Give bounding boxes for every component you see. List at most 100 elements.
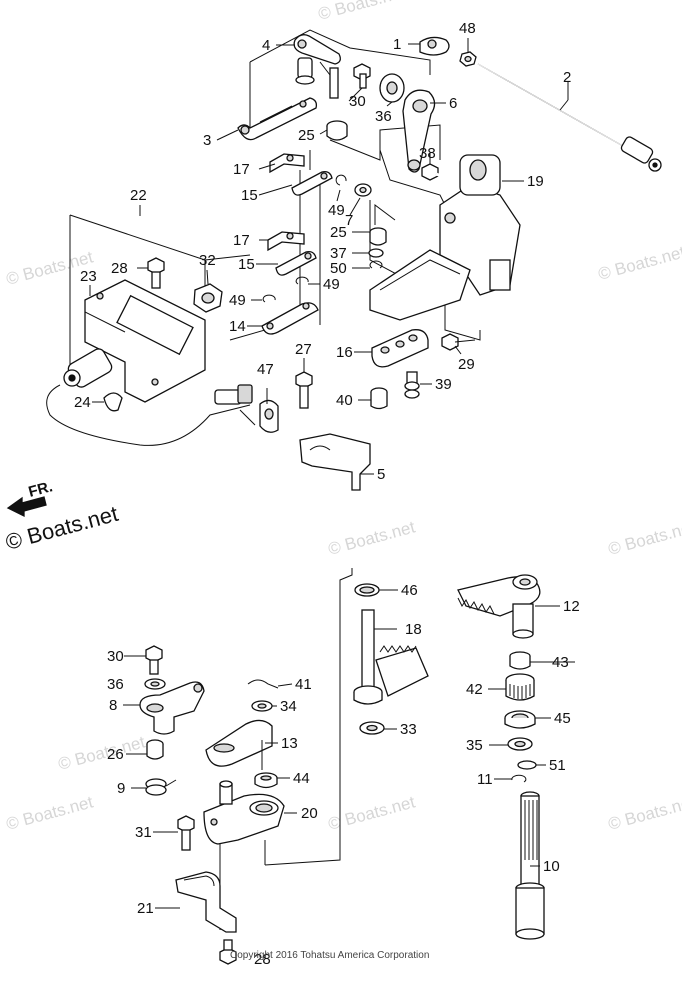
part-28-bolt-2 bbox=[219, 939, 237, 965]
part-49-clip-2 bbox=[262, 276, 309, 303]
part-30-bolt bbox=[353, 63, 371, 89]
callout-41: 41 bbox=[295, 676, 312, 693]
callout-39: 39 bbox=[435, 376, 452, 393]
watermark: © Boats.net bbox=[316, 0, 407, 24]
callout-labels: 1 2 3 4 5 6 7 8 9 10 11 12 13 14 15 15 1… bbox=[74, 20, 580, 968]
callout-30b: 30 bbox=[107, 648, 124, 665]
copyright-text: Copyright 2016 Tohatsu America Corporati… bbox=[230, 950, 429, 961]
callout-18: 18 bbox=[405, 621, 422, 638]
part-25-bushing bbox=[326, 120, 348, 141]
callout-19: 19 bbox=[527, 173, 544, 190]
callout-49: 49 bbox=[328, 202, 345, 219]
part-29-bolt bbox=[441, 333, 476, 351]
part-17-clip-2 bbox=[267, 231, 305, 252]
callout-45: 45 bbox=[554, 710, 571, 727]
callout-37: 37 bbox=[330, 245, 347, 262]
part-46-ring bbox=[354, 583, 380, 597]
callout-23: 23 bbox=[80, 268, 97, 285]
part-13-lever bbox=[205, 719, 273, 770]
part-11-clip bbox=[511, 774, 527, 783]
callout-34: 34 bbox=[280, 698, 297, 715]
callout-49c: 49 bbox=[323, 276, 340, 293]
part-43-bushing bbox=[509, 651, 531, 670]
part-31-bolt bbox=[177, 815, 195, 851]
watermark: © Boats.net bbox=[606, 792, 682, 833]
part-47-clamp bbox=[259, 399, 279, 433]
part-14-plate bbox=[261, 302, 319, 335]
part-15-link bbox=[291, 170, 333, 196]
part-36-washer-2 bbox=[144, 678, 166, 690]
part-30-bolt-2 bbox=[145, 645, 163, 675]
callout-13: 13 bbox=[281, 735, 298, 752]
callout-22: 22 bbox=[130, 187, 147, 204]
part-42-bearing bbox=[505, 673, 535, 701]
callout-36: 36 bbox=[375, 108, 392, 125]
callout-24: 24 bbox=[74, 394, 91, 411]
part-27-bolt bbox=[295, 371, 313, 409]
part-5-bracket bbox=[299, 433, 371, 491]
callout-17b: 17 bbox=[233, 232, 250, 249]
callout-27: 27 bbox=[295, 341, 312, 358]
part-32-nut bbox=[193, 283, 223, 313]
part-33-washer bbox=[359, 721, 385, 735]
callout-51: 51 bbox=[549, 757, 566, 774]
part-7-washer bbox=[354, 183, 372, 197]
leader-lines bbox=[89, 38, 575, 909]
part-34-washer bbox=[251, 700, 273, 712]
callout-11: 11 bbox=[477, 771, 493, 788]
part-20-bracket bbox=[203, 780, 285, 845]
part-28-bolt bbox=[147, 257, 165, 289]
callout-40: 40 bbox=[336, 392, 353, 409]
part-24-clip bbox=[103, 392, 123, 412]
callout-1: 1 bbox=[393, 36, 401, 53]
callout-8: 8 bbox=[109, 697, 117, 714]
callout-35: 35 bbox=[466, 737, 483, 754]
part-1-joint bbox=[419, 36, 450, 56]
part-22-harness bbox=[46, 279, 253, 446]
callout-43: 43 bbox=[552, 654, 569, 671]
watermark: © Boats.net bbox=[4, 792, 95, 833]
callout-29: 29 bbox=[458, 356, 475, 373]
watermark: © Boats.net bbox=[56, 732, 147, 773]
part-10-shaft bbox=[515, 791, 545, 940]
callout-21: 21 bbox=[137, 900, 154, 917]
callout-48: 48 bbox=[459, 20, 476, 37]
part-37-washer bbox=[368, 248, 384, 258]
callout-15b: 15 bbox=[238, 256, 255, 273]
callout-10: 10 bbox=[543, 858, 560, 875]
part-9-spring bbox=[145, 778, 177, 796]
part-19-bracket bbox=[369, 154, 521, 321]
callout-28b: 28 bbox=[254, 951, 271, 968]
callout-25: 25 bbox=[298, 127, 315, 144]
part-8-lever bbox=[139, 681, 205, 735]
callout-44: 44 bbox=[293, 770, 310, 787]
part-40-bolt bbox=[370, 387, 388, 410]
callout-7: 7 bbox=[345, 212, 353, 229]
part-2-cable bbox=[477, 63, 662, 172]
watermark: © Boats.net bbox=[606, 517, 682, 558]
callout-32: 32 bbox=[199, 252, 216, 269]
callout-33: 33 bbox=[400, 721, 417, 738]
part-35-washer bbox=[507, 737, 533, 751]
callout-42: 42 bbox=[466, 681, 483, 698]
watermark: © Boats.net bbox=[326, 517, 417, 558]
part-48-nut bbox=[459, 51, 477, 67]
callout-17: 17 bbox=[233, 161, 250, 178]
callout-14: 14 bbox=[229, 318, 246, 335]
callout-2: 2 bbox=[563, 69, 571, 86]
callout-6: 6 bbox=[449, 95, 457, 112]
part-51-clip bbox=[517, 760, 537, 770]
part-6-arm bbox=[402, 89, 436, 173]
callout-28: 28 bbox=[111, 260, 128, 277]
part-36-washer bbox=[379, 73, 405, 103]
part-15-link-2 bbox=[275, 250, 317, 276]
part-38-bolt bbox=[421, 163, 466, 186]
callout-5: 5 bbox=[377, 466, 385, 483]
callout-30: 30 bbox=[349, 93, 366, 110]
callout-49b: 49 bbox=[229, 292, 246, 309]
direction-label: FR. bbox=[27, 478, 55, 501]
part-17-clip bbox=[269, 153, 305, 174]
part-41-clip bbox=[247, 679, 279, 689]
callout-47: 47 bbox=[257, 361, 274, 378]
direction-indicator: FR. © Boats.net bbox=[3, 478, 121, 555]
